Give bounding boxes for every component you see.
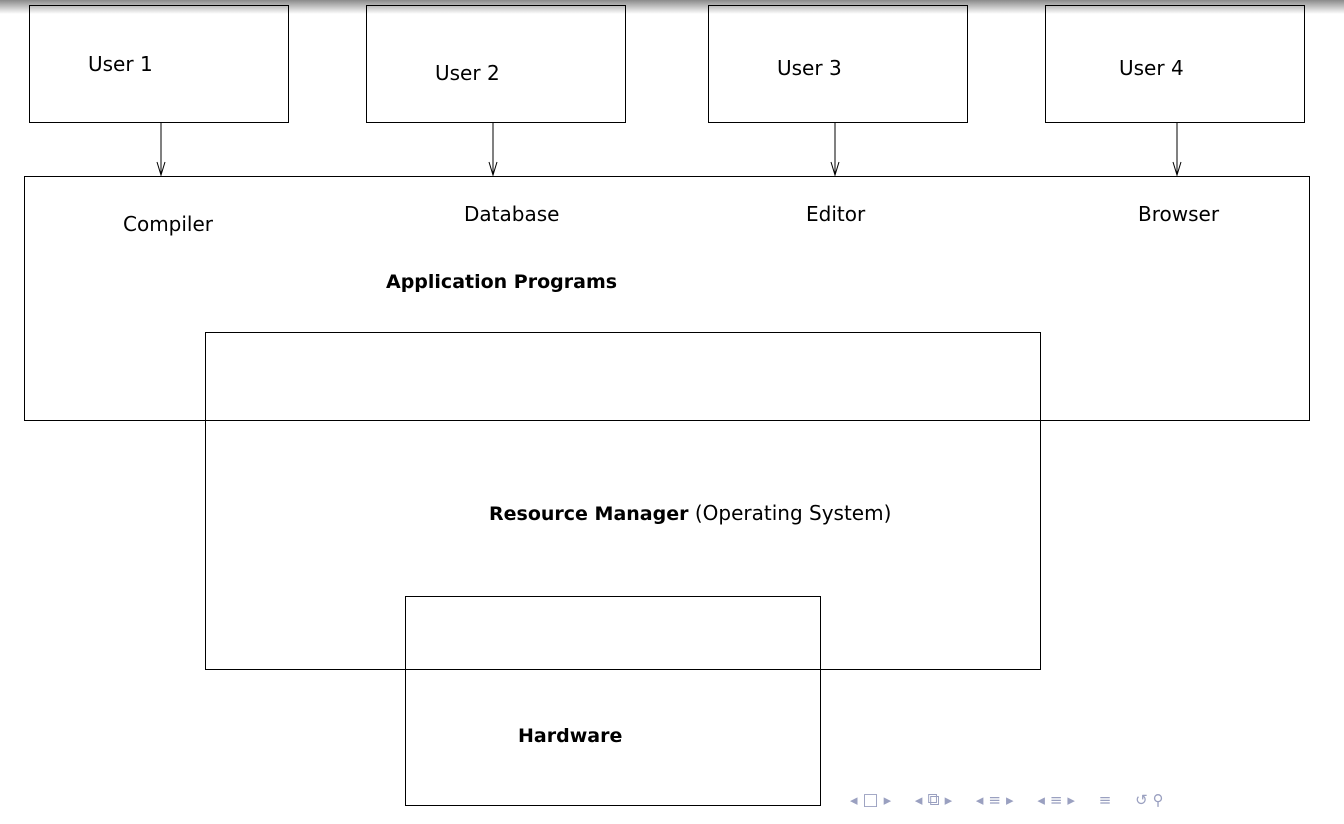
nav-pages-icon[interactable]: ⧉	[927, 790, 940, 810]
nav-prev-page-icon[interactable]: ◂	[914, 791, 923, 809]
nav-prev-subsection-icon[interactable]: ◂	[1037, 791, 1045, 809]
user-box-4: User 4	[1045, 5, 1305, 123]
arrowhead-user-4	[1172, 161, 1182, 177]
application-programs-title: Application Programs	[386, 271, 618, 293]
resource-manager-subtitle: (Operating System)	[694, 501, 892, 525]
resource-manager-label: Resource Manager (Operating System)	[489, 503, 891, 524]
top-shadow	[0, 0, 1344, 14]
user-label-4: User 4	[1119, 56, 1184, 80]
arrowhead-user-3	[830, 161, 840, 177]
app-browser: Browser	[1138, 202, 1220, 226]
app-database: Database	[464, 202, 560, 226]
nav-next-subsection-icon[interactable]: ▸	[1067, 791, 1075, 809]
nav-prev-frame-icon[interactable]: ◂	[850, 791, 858, 809]
nav-next-section-icon[interactable]: ▸	[1006, 791, 1014, 809]
user-box-1: User 1	[29, 5, 289, 123]
arrowhead-user-2	[488, 161, 498, 177]
arrowhead-user-1	[156, 161, 166, 177]
nav-frame-icon[interactable]: □	[862, 790, 879, 810]
resource-manager-title: Resource Manager	[489, 503, 689, 525]
nav-section-icon[interactable]: ≡	[988, 791, 1001, 809]
user-label-1: User 1	[88, 52, 153, 76]
nav-prev-section-icon[interactable]: ◂	[975, 791, 984, 809]
nav-subsection-icon[interactable]: ≡	[1049, 791, 1063, 809]
app-compiler: Compiler	[123, 212, 214, 236]
user-label-2: User 2	[435, 61, 500, 85]
application-programs-box	[24, 176, 1310, 421]
user-box-2: User 2	[366, 5, 626, 123]
hardware-title: Hardware	[518, 725, 623, 747]
hardware-box	[405, 596, 821, 806]
nav-next-page-icon[interactable]: ▸	[944, 791, 953, 809]
user-box-3: User 3	[708, 5, 968, 123]
nav-undo-icon[interactable]: ↺	[1135, 791, 1148, 809]
navigation-bar: ◂□▸ ◂⧉▸ ◂≡▸ ◂≡▸ ≡ ↺⚲	[850, 790, 1169, 812]
nav-align-icon[interactable]: ≡	[1098, 791, 1112, 809]
nav-search-icon[interactable]: ⚲	[1152, 791, 1164, 809]
resource-manager-box	[205, 332, 1041, 670]
user-label-3: User 3	[777, 56, 842, 80]
app-editor: Editor	[806, 202, 866, 226]
nav-next-frame-icon[interactable]: ▸	[883, 791, 892, 809]
